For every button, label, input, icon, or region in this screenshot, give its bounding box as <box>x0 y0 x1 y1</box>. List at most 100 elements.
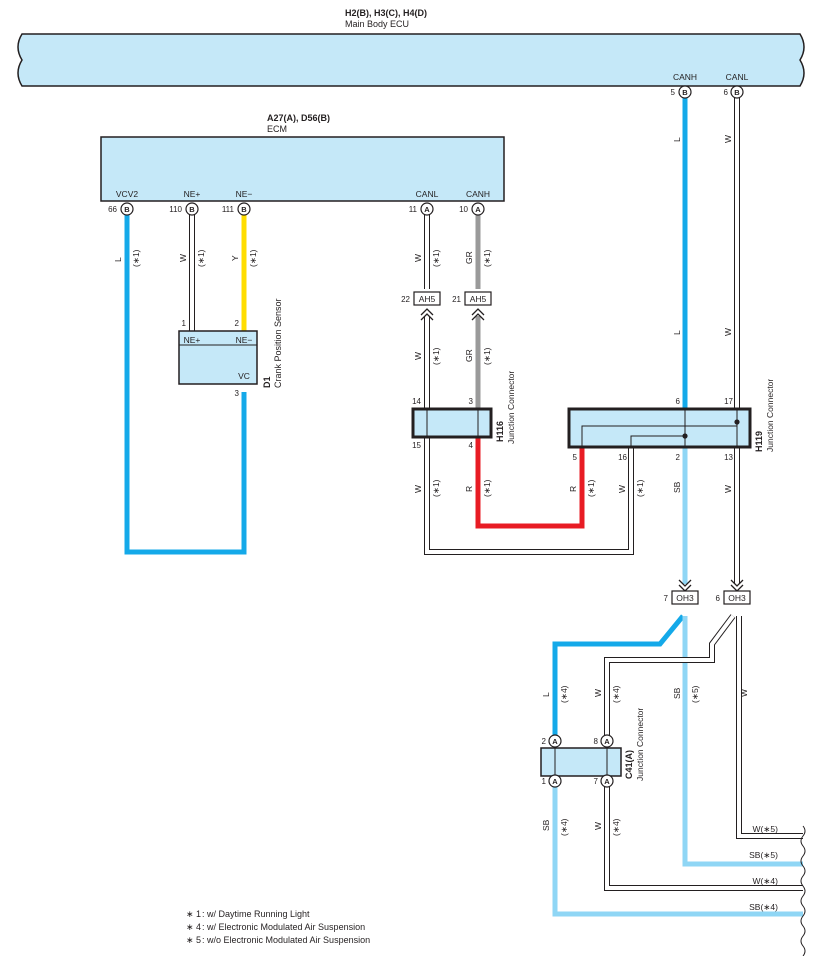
h116-n14: 14 <box>412 397 421 406</box>
ecm-pin-canl: CANL 11 A <box>409 189 439 216</box>
ah5-num: 21 <box>452 295 461 304</box>
h119-n6: 6 <box>676 397 681 406</box>
wire-label-l: L <box>541 692 551 697</box>
h119-body <box>567 407 752 449</box>
ecm-pin-ne-minus: NE− 111 B <box>222 189 252 216</box>
pin-circle <box>730 85 744 99</box>
wire-label-w: W <box>723 328 733 336</box>
pin-conn: B <box>124 205 130 214</box>
wire-c41-1-sb4 <box>552 787 803 917</box>
h116-n4: 4 <box>469 441 474 450</box>
wire-label-gr: GR <box>464 251 474 264</box>
wire-label-cond: (∗1) <box>196 249 206 267</box>
output-labels: W(∗5) SB(∗5) W(∗4) SB(∗4) <box>749 824 778 912</box>
ah5-connector-21: 21 AH5 <box>452 291 492 321</box>
c41-pin-8 <box>600 734 614 748</box>
d1-id: D1 <box>262 376 272 388</box>
oh3-connector-7: 7 OH3 <box>664 579 699 605</box>
svg-text:A: A <box>552 737 558 746</box>
wire-oh3-7-c41-2 <box>552 614 685 735</box>
wire-label-sb: SB <box>672 687 682 699</box>
wire-label-cond: (∗5) <box>690 685 700 703</box>
pin-number: 10 <box>459 205 468 214</box>
wire-label-r: R <box>568 486 578 492</box>
pin-circle <box>185 202 199 216</box>
d1-n3: 3 <box>235 389 240 398</box>
h119-n2: 2 <box>676 453 681 462</box>
ecm-pin-vcv2: VCV2 66 B <box>108 189 138 216</box>
wire-label-w: W <box>593 822 603 830</box>
pin-number: 6 <box>724 88 729 97</box>
d1-pin-ne-minus: NE− <box>236 335 253 345</box>
c41-n1: 1 <box>542 777 547 786</box>
footnote-5: ∗ 5: w/o Electronic Modulated Air Suspen… <box>186 934 370 947</box>
h116-name: Junction Connector <box>506 371 516 444</box>
footnote-4: ∗ 4: w/ Electronic Modulated Air Suspens… <box>186 921 370 934</box>
d1-n1: 1 <box>182 319 187 328</box>
wire-label-cond: (∗1) <box>586 479 596 497</box>
right-edge-break <box>800 825 806 956</box>
pin-number: 66 <box>108 205 117 214</box>
wire-label-l: L <box>113 257 123 262</box>
wire-label-sb: SB <box>541 819 551 831</box>
wire-label-cond: (∗1) <box>482 249 492 267</box>
wire-label-cond: (∗1) <box>248 249 258 267</box>
ah5-label: AH5 <box>419 294 436 304</box>
wire-label-w: W <box>593 689 603 697</box>
wire-h116-15-h119-16-outline <box>424 437 634 555</box>
wire-label-cond: (∗4) <box>611 685 621 703</box>
pin-circle <box>678 85 692 99</box>
h119-n17: 17 <box>724 397 733 406</box>
wire-h116-15-h119-16 <box>425 437 633 554</box>
svg-text:A: A <box>604 777 610 786</box>
wire-label-cond: (∗1) <box>482 347 492 365</box>
footnote-symbol: ∗ 4 <box>186 922 202 932</box>
pin-conn: A <box>424 205 430 214</box>
wire-label-cond: (∗4) <box>611 818 621 836</box>
c41-pin-2 <box>548 734 562 748</box>
wires <box>124 98 803 917</box>
wire-label-cond: (∗1) <box>431 479 441 497</box>
wire-label-r: R <box>464 486 474 492</box>
h119-n16: 16 <box>618 453 627 462</box>
output-sb4: SB(∗4) <box>749 902 778 912</box>
output-w5: W(∗5) <box>752 824 778 834</box>
wire-label-cond: (∗4) <box>559 818 569 836</box>
d1-pin-ne-plus: NE+ <box>184 335 201 345</box>
pin-number: 111 <box>222 205 235 214</box>
wire-label-cond: (∗1) <box>482 479 492 497</box>
pin-label: VCV2 <box>116 189 138 199</box>
main-body-ecu-body <box>17 33 805 87</box>
svg-text:A: A <box>552 777 558 786</box>
h119-n13: 13 <box>724 453 733 462</box>
footnote-symbol: ∗ 5 <box>186 935 202 945</box>
ah5-connector-22: 22 AH5 <box>401 291 441 321</box>
ah5-num: 22 <box>401 295 410 304</box>
h116-junction-connector: 14 3 15 4 H116 Junction Connector <box>411 371 516 450</box>
ah5-label: AH5 <box>470 294 487 304</box>
c41-n8: 8 <box>594 737 599 746</box>
svg-text:A: A <box>604 737 610 746</box>
pin-label: NE+ <box>184 189 201 199</box>
d1-pin-vc: VC <box>238 371 250 381</box>
wire-oh3-6-w5-outline <box>736 616 803 839</box>
h119-id: H119 <box>754 431 764 452</box>
pin-conn: B <box>189 205 195 214</box>
pin-number: 5 <box>671 88 676 97</box>
pin-circle <box>420 202 434 216</box>
c41-id: C41(A) <box>624 750 634 779</box>
d1-body <box>178 330 258 385</box>
wire-label-w: W <box>413 254 423 262</box>
h119-junction-connector: 6 17 5 16 2 13 H119 Junction Connector <box>567 379 775 462</box>
wire-label-l: L <box>672 330 682 335</box>
wire-label-w: W <box>413 352 423 360</box>
main-ecu-pin-canl: CANL 6 B <box>724 72 749 99</box>
wire-label-cond: (∗1) <box>431 249 441 267</box>
ecm-name: ECM <box>267 124 287 134</box>
oh3-label: OH3 <box>728 593 746 603</box>
wire-label-w: W <box>723 135 733 143</box>
c41-pin-1 <box>548 774 562 788</box>
d1-name: Crank Position Sensor <box>273 298 283 388</box>
h116-n15: 15 <box>412 441 421 450</box>
